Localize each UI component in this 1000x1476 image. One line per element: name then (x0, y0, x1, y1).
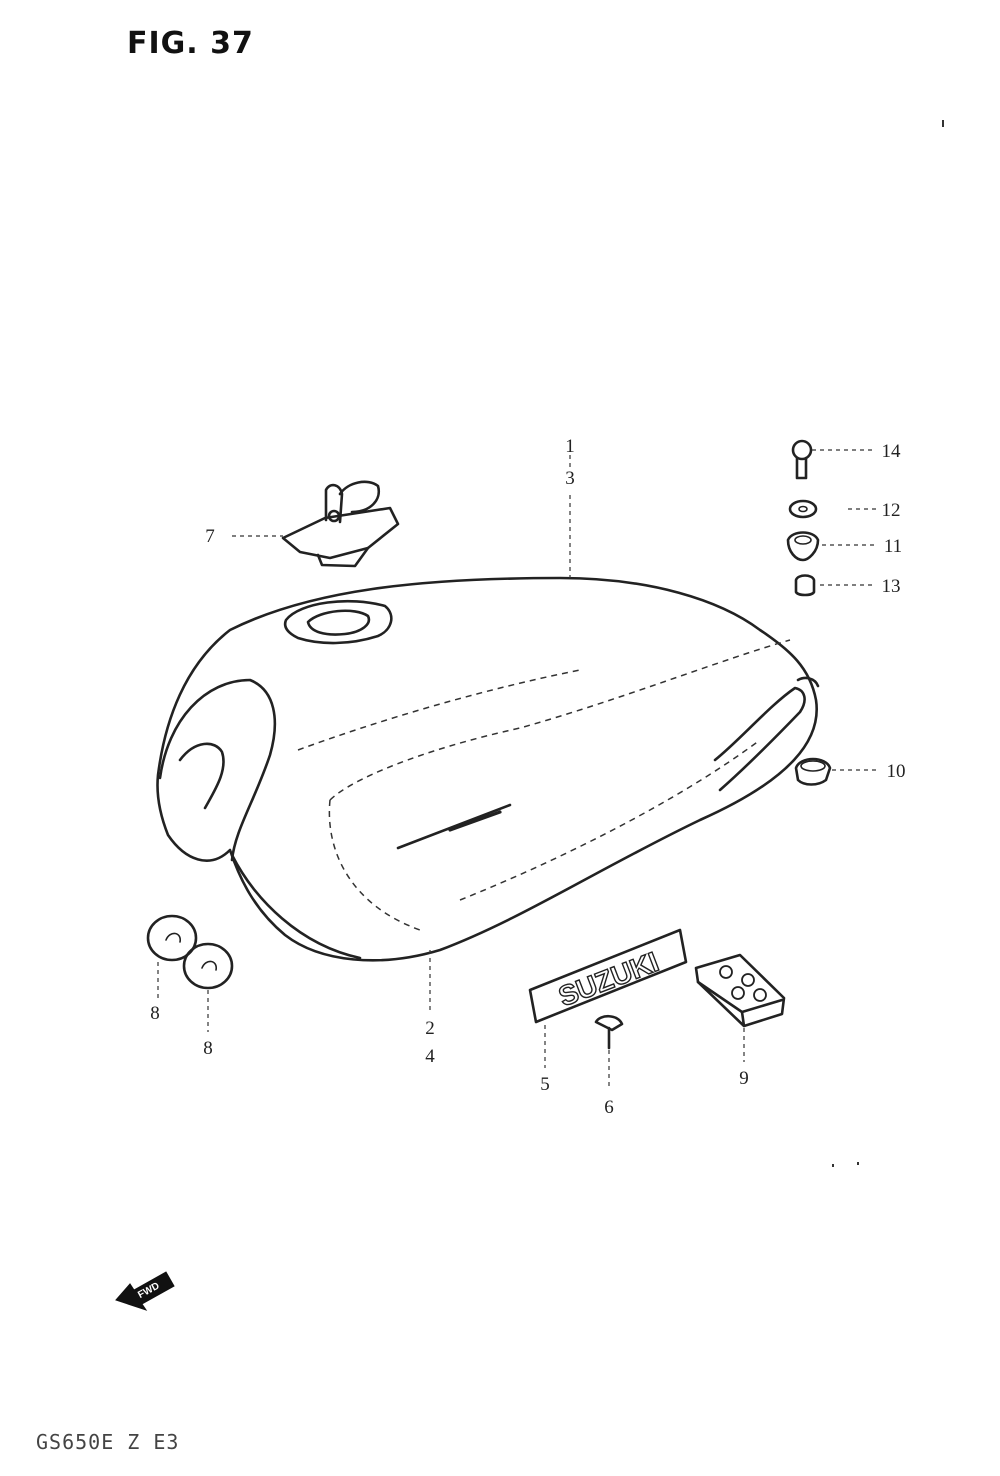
callout-1: 1 (565, 436, 575, 457)
callout-6: 6 (604, 1097, 614, 1118)
callout-7: 7 (205, 526, 215, 547)
callout-5: 5 (540, 1074, 550, 1095)
callout-14: 14 (882, 441, 902, 462)
grommet-8a (146, 914, 198, 962)
grommet-8b (182, 942, 234, 990)
fuel-tank (156, 576, 820, 962)
cushion-pad (694, 953, 786, 1028)
filler-neck (283, 599, 393, 645)
bolt-14 (791, 439, 813, 480)
callout-3: 3 (565, 468, 575, 489)
forward-arrow-icon: FWD (115, 1271, 175, 1311)
drawing-code: GS650E Z E3 (36, 1430, 180, 1454)
suzuki-emblem: SUZUKI (528, 928, 688, 1024)
grommet-10 (794, 757, 832, 786)
callout-11: 11 (884, 536, 902, 557)
emblem-text: SUZUKI (554, 946, 662, 1012)
callout-12: 12 (882, 500, 901, 521)
collar-13 (794, 574, 816, 597)
washer-12 (788, 499, 818, 519)
callout-numbers: 1 3 2 4 5 6 7 8 8 9 10 11 12 13 14 (150, 436, 905, 1118)
fuel-cap (281, 480, 400, 568)
callout-8a: 8 (150, 1003, 160, 1024)
callout-2: 2 (425, 1018, 435, 1039)
callout-13: 13 (882, 576, 901, 597)
callout-10: 10 (887, 761, 906, 782)
scan-specks (832, 120, 944, 1167)
callout-8b: 8 (203, 1038, 213, 1059)
screw (594, 1014, 624, 1050)
callout-9: 9 (739, 1068, 749, 1089)
figure-title: FIG. 37 (127, 26, 254, 61)
callout-4: 4 (425, 1046, 435, 1067)
leader-lines (157, 449, 878, 1090)
cushion-11 (786, 531, 820, 562)
